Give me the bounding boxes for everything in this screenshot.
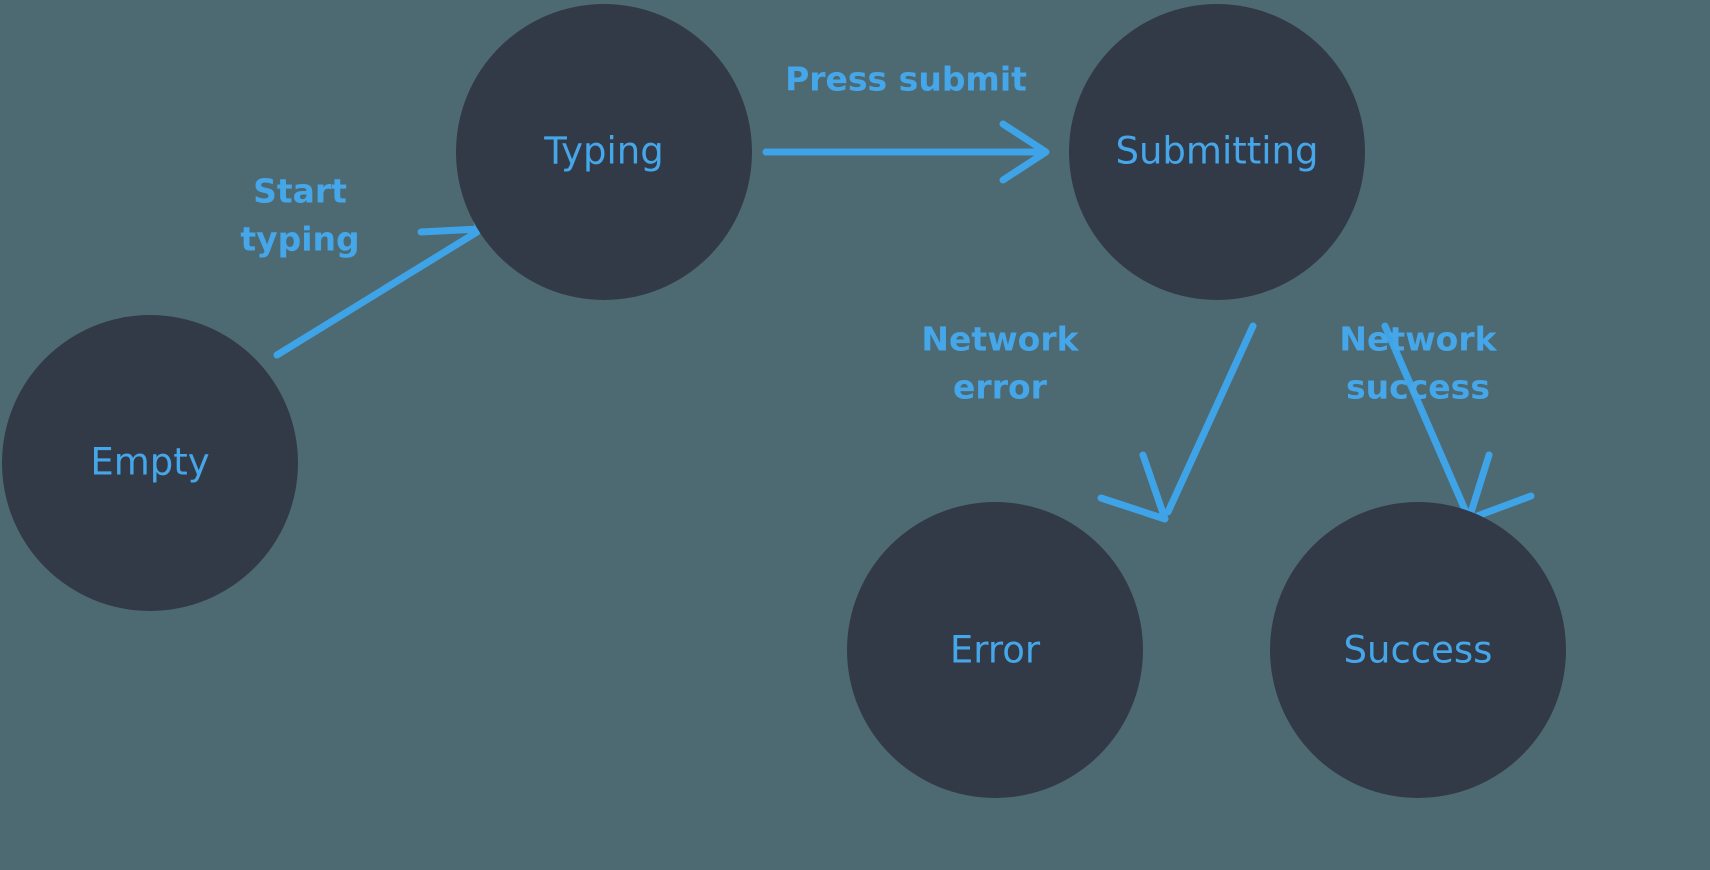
state-node-success[interactable]: Success [1270, 502, 1566, 798]
state-node-empty-circle[interactable] [2, 315, 298, 611]
state-node-typing-label: Typing [543, 130, 663, 173]
state-node-error-circle[interactable] [847, 502, 1143, 798]
edge-network-error-line [1164, 322, 1257, 516]
state-node-success-label: Success [1344, 629, 1493, 672]
state-node-submitting-label: Submitting [1116, 130, 1319, 173]
state-node-error[interactable]: Error [847, 502, 1143, 798]
edge-press-submit-arrowhead [999, 120, 1050, 184]
state-node-success-circle[interactable] [1270, 502, 1566, 798]
edge-label-start-typing-line2: typing [240, 220, 359, 259]
state-node-typing[interactable]: Typing [456, 4, 752, 300]
edge-label-network-success-line2: success [1346, 368, 1490, 407]
edge-press-submit [762, 120, 1050, 184]
edge-network-success-arrowhead [1465, 451, 1535, 523]
edge-label-network-error-line1: Network [921, 320, 1079, 359]
edge-network-error-arrowhead [1097, 451, 1169, 523]
edge-network-error [1097, 322, 1257, 523]
edge-start-typing-line [273, 228, 481, 359]
edge-label-network-error-line2: error [953, 368, 1048, 407]
edge-label-start-typing-line1: Start [253, 172, 347, 211]
state-node-error-label: Error [950, 629, 1041, 672]
state-node-empty[interactable]: Empty [2, 315, 298, 611]
edge-label-press-submit: Press submit [785, 60, 1027, 99]
state-node-typing-circle[interactable] [456, 4, 752, 300]
edge-network-success-line [1381, 322, 1470, 516]
state-node-submitting[interactable]: Submitting [1069, 4, 1365, 300]
state-node-empty-label: Empty [90, 441, 209, 484]
state-node-submitting-circle[interactable] [1069, 4, 1365, 300]
edge-label-network-success-line1: Network [1339, 320, 1497, 359]
